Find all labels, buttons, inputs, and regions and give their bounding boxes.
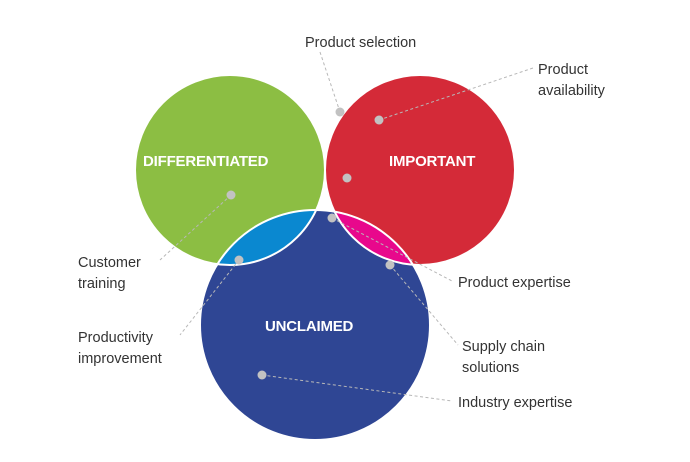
label-unclaimed: UNCLAIMED	[265, 318, 354, 335]
dot-product-expertise	[327, 213, 337, 223]
leader-productivity-improvement	[179, 259, 240, 336]
dot-supply-chain	[385, 260, 395, 270]
callout-product-selection: Product selection	[305, 35, 416, 51]
dot-center-yellow	[342, 173, 352, 183]
callout-product-expertise: Product expertise	[458, 275, 571, 291]
callout-industry-expertise: Industry expertise	[458, 395, 572, 411]
label-differentiated: DIFFERENTIATED	[143, 153, 269, 170]
callout-supply-chain-solutions: Supply chain solutions	[462, 339, 549, 376]
dot-productivity-improvement	[234, 255, 244, 265]
leader-lines	[159, 51, 534, 402]
leader-product-expertise	[331, 217, 453, 282]
callout-customer-training: Customer training	[78, 255, 145, 292]
marker-dots	[226, 107, 395, 380]
dot-industry-expertise	[257, 370, 267, 380]
venn-shapes	[134, 74, 516, 441]
callout-productivity-improvement: Productivity improvement	[78, 330, 162, 367]
callout-product-availability: Product availability	[538, 62, 606, 99]
label-important: IMPORTANT	[389, 153, 475, 170]
circle-important	[325, 75, 515, 265]
dot-customer-training	[226, 190, 236, 200]
circle-unclaimed	[200, 210, 430, 440]
leader-product-selection	[319, 51, 341, 113]
leader-industry-expertise	[261, 374, 453, 402]
dot-product-availability	[374, 115, 384, 125]
leader-supply-chain	[389, 264, 459, 346]
outline-important	[324, 74, 516, 266]
dot-product-selection	[335, 107, 345, 117]
outline-unclaimed	[199, 209, 431, 441]
